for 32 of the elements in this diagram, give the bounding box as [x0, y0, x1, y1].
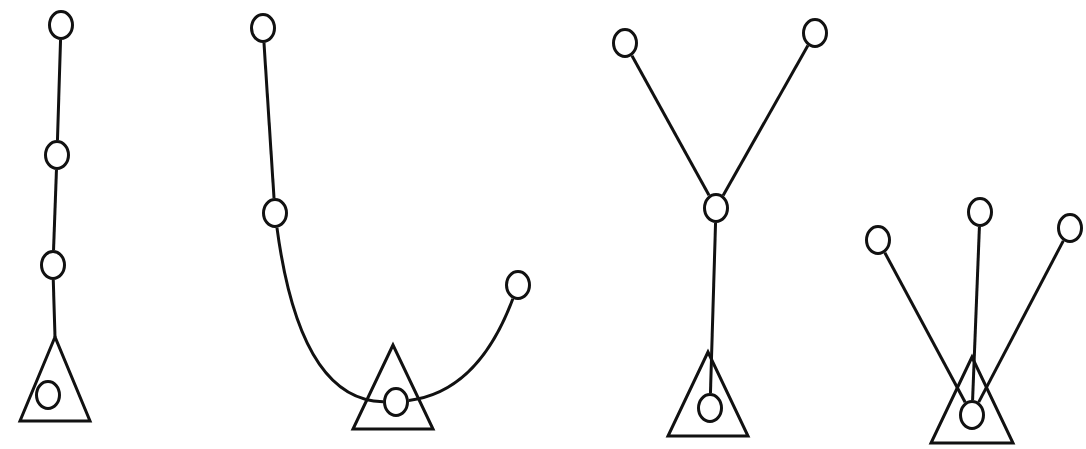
curved-line [275, 227, 384, 404]
line [721, 44, 810, 197]
line [52, 169, 58, 251]
circle-node [262, 198, 288, 228]
line [708, 222, 718, 394]
triangle-node [18, 335, 92, 423]
circle-node [383, 387, 409, 417]
line [55, 39, 63, 141]
line [262, 42, 276, 199]
circle-node [44, 140, 70, 170]
line [883, 252, 967, 403]
circle-node [697, 393, 723, 423]
line [630, 54, 711, 197]
circle-node [1057, 213, 1083, 243]
line [971, 226, 981, 401]
curved-line [408, 298, 515, 402]
circle-node [612, 28, 638, 58]
circle-node [959, 400, 985, 430]
circle-node [703, 193, 729, 223]
triangle-node [666, 350, 750, 438]
line [977, 240, 1065, 403]
circle-node [48, 10, 74, 40]
circle-node [802, 18, 828, 48]
triangle-node [929, 355, 1015, 445]
circle-node [40, 250, 66, 280]
circle-node [35, 380, 61, 410]
circle-node [865, 225, 891, 255]
line [51, 279, 57, 338]
circle-node [250, 13, 276, 43]
triangle-node [351, 343, 435, 431]
circle-node [967, 197, 993, 227]
circle-node [505, 270, 531, 300]
